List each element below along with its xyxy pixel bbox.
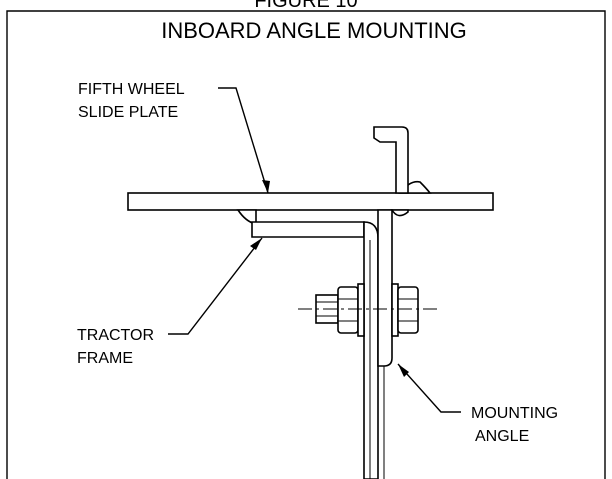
slide-plate-label-line2: SLIDE PLATE xyxy=(78,104,178,121)
washer-left xyxy=(357,283,365,337)
mounting-angle-label-line2: ANGLE xyxy=(475,428,529,445)
nut-right xyxy=(397,286,419,334)
mounting-angle-arrowhead xyxy=(398,364,409,377)
figure-title: INBOARD ANGLE MOUNTING xyxy=(161,18,467,43)
bolt-assembly xyxy=(315,283,419,337)
fifth-wheel-slide-plate xyxy=(127,192,494,211)
tractor-frame-leader xyxy=(168,237,263,335)
tractor-frame-web xyxy=(363,221,379,479)
jaw-hook xyxy=(373,126,409,194)
slide-plate-leader xyxy=(218,87,269,194)
figure-border xyxy=(6,10,606,479)
tractor-frame-label-line2: FRAME xyxy=(77,350,133,367)
tractor-frame-label-line1: TRACTOR xyxy=(77,327,154,344)
mounting-angle-vertical-leg xyxy=(377,209,393,367)
mounting-angle-horizontal-leg xyxy=(251,221,365,238)
nut-left xyxy=(337,286,359,334)
mounting-angle-leader xyxy=(397,363,461,413)
weld-right-lower xyxy=(390,209,409,217)
slide-plate-arrowhead xyxy=(262,180,270,193)
slide-plate-label-line1: FIFTH WHEEL xyxy=(78,81,185,98)
tractor-frame-arrowhead xyxy=(250,238,262,250)
mounting-angle-label-line1: MOUNTING xyxy=(471,405,558,422)
figure-caption: FIGURE 10 xyxy=(254,0,357,12)
washer-right xyxy=(391,283,399,337)
